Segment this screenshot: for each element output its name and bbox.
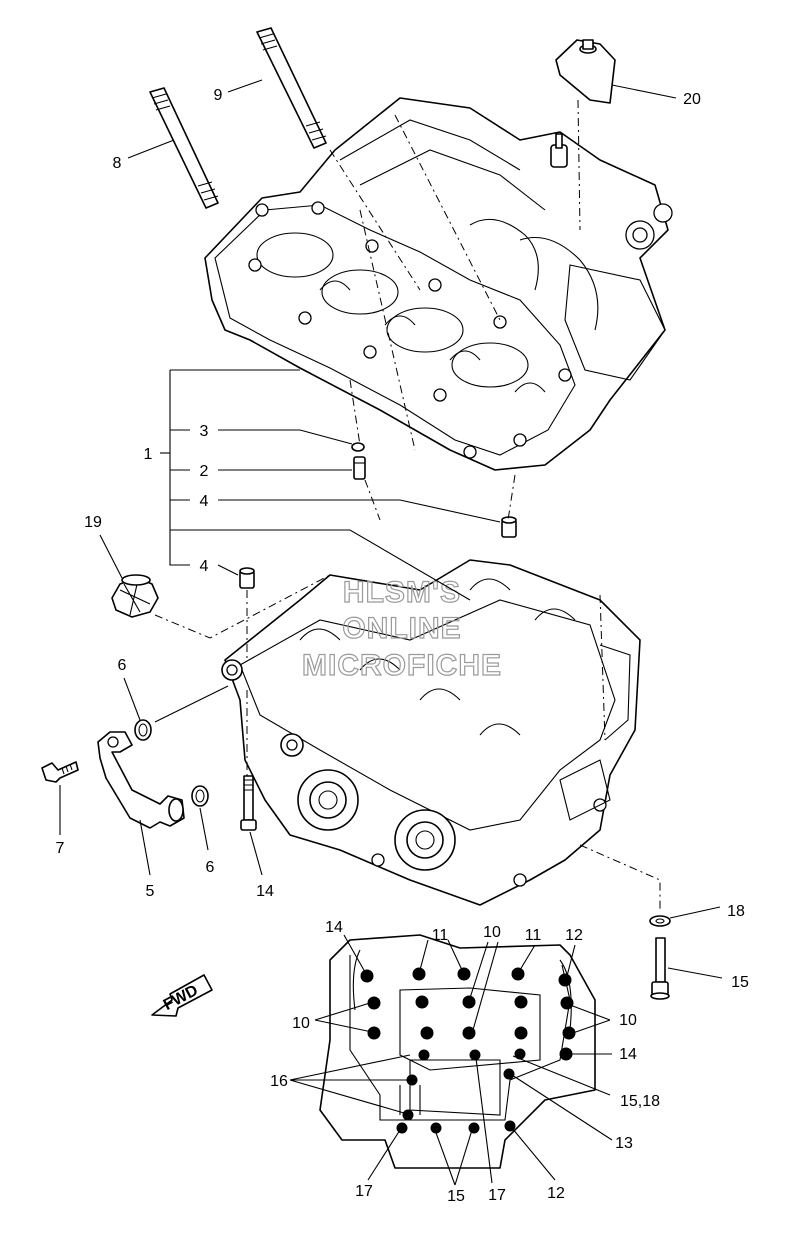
- fwd-arrow-icon: FWD: [151, 974, 213, 1017]
- callout-4-lower: 4: [200, 558, 209, 575]
- callout-1: 1: [144, 446, 153, 463]
- part-6-o-ring-upper: [134, 719, 152, 741]
- part-15-bolt: [650, 937, 670, 1000]
- callout-10-right: 10: [619, 1012, 637, 1029]
- crankcase-bottom-view: [319, 934, 596, 1169]
- callout-14-bottom-view: 14: [325, 919, 343, 936]
- callout-18: 18: [727, 903, 745, 920]
- callout-3: 3: [200, 423, 209, 440]
- stud-bolt-9: [256, 27, 327, 149]
- part-7-bolt: [41, 761, 79, 783]
- callout-10-left: 10: [292, 1015, 310, 1032]
- callout-17-left: 17: [355, 1183, 373, 1200]
- lower-crankcase: [221, 559, 641, 906]
- callout-14-bolt: 14: [256, 883, 274, 900]
- part-14-bolt: [240, 775, 257, 831]
- callout-2: 2: [200, 463, 209, 480]
- leader-lines: [59, 79, 723, 1186]
- part-4-dowel-upper: [501, 516, 517, 538]
- callout-12-top: 12: [565, 927, 583, 944]
- callout-labels: 1 2 3 4 4 5 6 6 7 8 9 10 10 10 11 11 12 …: [56, 87, 749, 1205]
- part-6-o-ring-lower: [191, 785, 209, 807]
- fwd-label: FWD: [161, 982, 201, 1014]
- watermark-line-2: ONLINE: [342, 612, 461, 645]
- part-4-dowel-lower: [239, 567, 255, 589]
- callout-4-upper: 4: [200, 493, 209, 510]
- part-19-plug: [111, 574, 159, 618]
- part-2-dowel: [353, 456, 366, 480]
- part-3-o-ring: [351, 442, 365, 452]
- part-5-oil-pipe: [97, 731, 185, 829]
- callout-12-bottom: 12: [547, 1185, 565, 1202]
- callout-19: 19: [84, 514, 102, 531]
- callout-15-bolt: 15: [731, 974, 749, 991]
- callout-6-upper: 6: [118, 657, 127, 674]
- callout-11-right: 11: [525, 927, 542, 944]
- stud-bolt-8: [149, 87, 219, 209]
- callout-9: 9: [214, 87, 223, 104]
- alignment-lines: [154, 99, 661, 910]
- upper-crankcase: [204, 97, 673, 471]
- callout-10-top: 10: [483, 924, 501, 941]
- callout-11-left: 11: [432, 927, 449, 944]
- callout-14-bottom-right: 14: [619, 1046, 637, 1063]
- watermark-line-1: HLSM'S: [343, 576, 461, 609]
- callout-5: 5: [146, 883, 155, 900]
- watermark: HLSM'S ONLINE MICROFICHE: [301, 575, 502, 682]
- callout-20: 20: [683, 91, 701, 108]
- part-18-washer: [649, 915, 671, 927]
- callout-8: 8: [113, 155, 122, 172]
- callout-13: 13: [615, 1135, 633, 1152]
- callout-16: 16: [270, 1073, 288, 1090]
- callout-15-18: 15,18: [620, 1093, 660, 1110]
- callout-6-lower: 6: [206, 859, 215, 876]
- watermark-line-3: MICROFICHE: [302, 649, 502, 682]
- part-20-cap: [555, 39, 616, 104]
- callout-7: 7: [56, 840, 65, 857]
- callout-17-right: 17: [488, 1187, 506, 1204]
- callout-15-bottom: 15: [447, 1188, 465, 1205]
